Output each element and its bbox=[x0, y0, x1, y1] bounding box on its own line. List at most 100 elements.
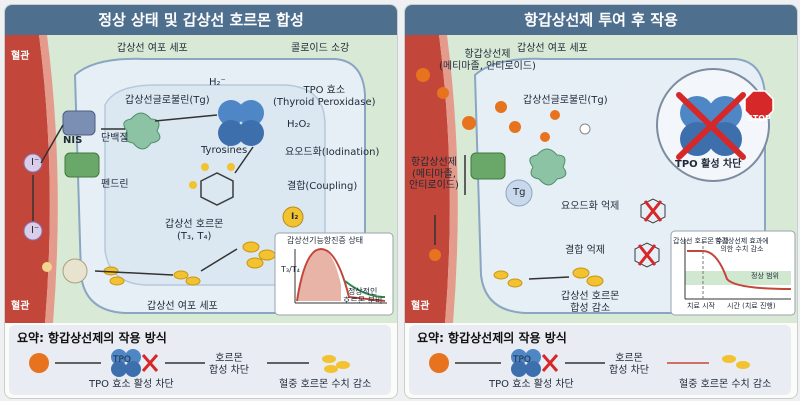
iodine-atom bbox=[227, 163, 235, 171]
label-h2: H₂⁻ bbox=[209, 77, 226, 88]
inset-normal-range-label: 정상 범위 bbox=[751, 272, 779, 280]
inset-ylabel: T₃/T₄ bbox=[281, 265, 300, 274]
membrane-channel bbox=[470, 152, 506, 180]
label-vessel: 혈관 bbox=[411, 301, 430, 312]
label-nis: NIS bbox=[63, 135, 83, 146]
thyroglobulin-blob bbox=[123, 112, 161, 150]
label-i2: I₂ bbox=[291, 212, 299, 222]
coupling-block-x bbox=[637, 244, 657, 266]
vessel-wall bbox=[39, 35, 58, 323]
tpo-block-x bbox=[676, 92, 746, 160]
label-hormone: 갑상선 호르몬 (T₃, T₄) bbox=[165, 219, 224, 242]
drug-icon bbox=[429, 353, 449, 373]
hormone-in-blood bbox=[42, 262, 52, 272]
label-colloid: 콜로이드 소강 bbox=[291, 43, 350, 54]
tyrosine-ring bbox=[200, 172, 234, 206]
summary-hormone-icon bbox=[722, 355, 750, 369]
magnifier-cone bbox=[585, 77, 651, 205]
tpo-enzyme bbox=[218, 100, 264, 146]
summary-flow bbox=[429, 349, 750, 377]
iodination-block-x bbox=[643, 200, 663, 222]
summary-step2: 호르몬 합성 차단 bbox=[209, 353, 249, 376]
summary-hormone-icon bbox=[322, 355, 350, 373]
label-vessel-bottom: 혈관 bbox=[11, 301, 30, 312]
drug-icon bbox=[29, 353, 49, 373]
label-h2o2: H₂O₂ bbox=[287, 119, 311, 130]
summary-step2: 호르몬 합성 차단 bbox=[609, 353, 649, 376]
label-tyrosines: Tyrosines bbox=[201, 145, 248, 156]
coupling-molecule bbox=[634, 242, 660, 268]
iodination-molecule bbox=[640, 198, 666, 224]
i2-circle bbox=[282, 206, 304, 228]
label-drug-top: 항갑상선제 (메티마졸, 안티로이드) bbox=[439, 49, 536, 72]
drug-particles bbox=[416, 68, 560, 261]
iodide-1 bbox=[23, 153, 43, 173]
label-drug-mid: 항갑상선제 (메티마졸, 안티로이드) bbox=[409, 157, 459, 191]
pathway-arrows bbox=[32, 114, 254, 276]
label-stop: STOP bbox=[747, 114, 771, 123]
summary-step3: 혈중 호르몬 수치 감소 bbox=[679, 379, 772, 390]
summary-title: 요약: 항갑상선제의 작용 방식 bbox=[417, 331, 567, 345]
inset-curve-label: 정상적인 호르몬 분비 bbox=[343, 287, 383, 306]
inset-annotation: 항갑상선제 효과에 의한 수치 감소 bbox=[715, 237, 769, 254]
label-iodination: 요오드화(Iodination) bbox=[285, 147, 380, 158]
right-summary: 요약: 항갑상선제의 작용 방식 TPO TPO 효소 활성 차단 호르몬 합성… bbox=[409, 325, 791, 395]
vessel-wall bbox=[439, 35, 458, 323]
summary-title: 요약: 항갑상선제의 작용 방식 bbox=[17, 331, 167, 345]
left-panel: 정상 상태 및 갑상선 호르몬 합성 bbox=[4, 4, 398, 399]
inset-title: 갑상선기능항진증 상태 bbox=[287, 236, 364, 245]
label-thyroglobulin: 갑상선글로불린(Tg) bbox=[523, 95, 608, 106]
summary-step1: TPO 효소 활성 차단 bbox=[489, 379, 574, 390]
inset-x-start: 치료 시작 bbox=[687, 302, 715, 310]
left-summary: 요약: 항갑상선제의 작용 방식 TPO TPO 효소 활성 차단 호르몬 합성… bbox=[9, 325, 391, 395]
pendrin-channel bbox=[64, 152, 100, 178]
label-hormone-decrease: 갑상선 호르몬 합성 감소 bbox=[561, 291, 620, 314]
label-iodide-2: I⁻ bbox=[31, 225, 40, 236]
summary-flow bbox=[29, 349, 350, 377]
summary-step1: TPO 효소 활성 차단 bbox=[89, 379, 174, 390]
iodine-atom bbox=[201, 163, 209, 171]
label-coupling: 결합(Coupling) bbox=[287, 181, 358, 192]
hormone-cluster bbox=[103, 241, 276, 286]
left-diagram bbox=[5, 35, 397, 323]
summary-tpo-text: TPO bbox=[113, 355, 132, 365]
label-tpo-block: TPO 활성 차단 bbox=[675, 159, 742, 170]
inset-hyper-curve bbox=[296, 247, 386, 302]
label-follicle: 갑상선 여포 세포 bbox=[517, 43, 588, 54]
label-follicle-top: 갑상선 여포 세포 bbox=[117, 43, 188, 54]
block-x-icon bbox=[541, 354, 559, 372]
inset-x-time: 시간 (치료 진행) bbox=[727, 302, 776, 310]
label-pendrin: 펜드린 bbox=[101, 179, 129, 190]
hormone-cluster bbox=[493, 267, 604, 288]
iodine-atom bbox=[189, 181, 197, 189]
label-coupling-block: 결합 억제 bbox=[565, 245, 605, 256]
inset-normal-curve bbox=[344, 280, 386, 298]
blood-vessel bbox=[5, 35, 50, 323]
label-vessel-top: 혈관 bbox=[11, 51, 30, 62]
nis-channel bbox=[62, 110, 96, 136]
inset-normal-range bbox=[685, 271, 791, 285]
summary-tpo-text: TPO bbox=[513, 355, 532, 365]
summary-tpo-icon bbox=[111, 349, 141, 377]
inset-ylabel: 갑상선 호르몬 수치 bbox=[673, 237, 729, 245]
label-protein: 단백질 bbox=[101, 133, 129, 144]
vesicle bbox=[62, 258, 88, 284]
label-iodination-block: 요오드화 억제 bbox=[561, 201, 620, 212]
left-panel-title: 정상 상태 및 갑상선 호르몬 합성 bbox=[5, 5, 397, 35]
label-tpo: TPO 효소 (Thyroid Peroxidase) bbox=[273, 85, 376, 108]
label-tg: Tg bbox=[513, 187, 526, 198]
stop-sign-icon bbox=[744, 90, 774, 120]
thyroglobulin-blob bbox=[529, 148, 567, 186]
label-thyroglobulin: 갑상선글로불린(Tg) bbox=[125, 95, 210, 106]
block-x-icon bbox=[141, 354, 159, 372]
label-follicle-bottom: 갑상선 여포 세포 bbox=[147, 301, 218, 312]
magnifier-origin bbox=[579, 123, 591, 135]
tg-vesicle bbox=[505, 179, 533, 207]
pathway-arrows bbox=[434, 155, 570, 280]
colloid-lumen bbox=[104, 84, 326, 286]
inset-decrease-curve bbox=[687, 250, 792, 290]
right-panel-title: 항갑상선제 투여 후 작용 bbox=[405, 5, 797, 35]
right-panel: 항갑상선제 투여 후 작용 bbox=[404, 4, 798, 399]
summary-tpo-icon bbox=[511, 349, 541, 377]
right-diagram bbox=[405, 35, 797, 323]
